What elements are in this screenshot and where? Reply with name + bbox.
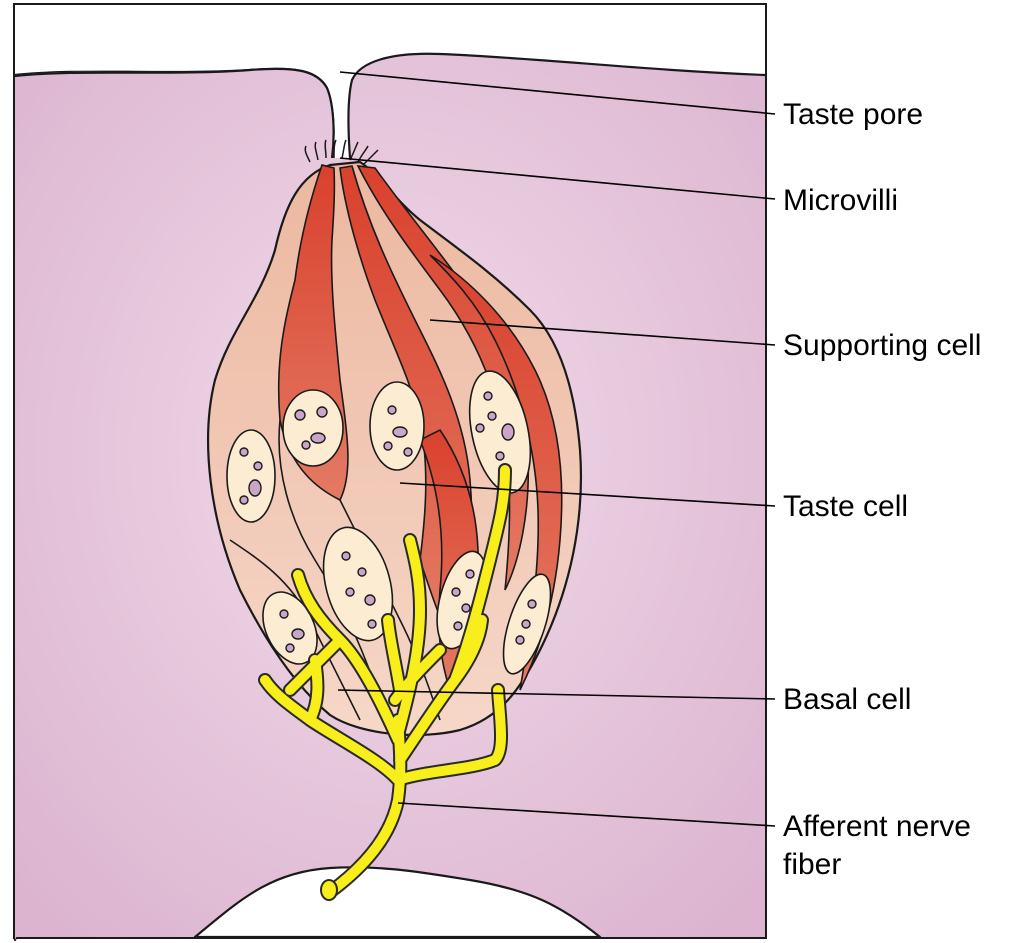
nucleus bbox=[283, 390, 343, 466]
label-afferent-nerve-line2: fiber bbox=[783, 848, 841, 881]
label-taste-cell: Taste cell bbox=[783, 490, 908, 523]
nucleus bbox=[370, 382, 424, 470]
nucleus bbox=[227, 430, 275, 522]
label-supporting-cell: Supporting cell bbox=[783, 329, 981, 362]
label-basal-cell: Basal cell bbox=[783, 683, 911, 716]
label-afferent-nerve-line1: Afferent nerve bbox=[783, 810, 971, 843]
label-microvilli: Microvilli bbox=[783, 184, 898, 217]
nerve-cut-end bbox=[321, 880, 337, 900]
label-taste-pore: Taste pore bbox=[783, 98, 923, 131]
